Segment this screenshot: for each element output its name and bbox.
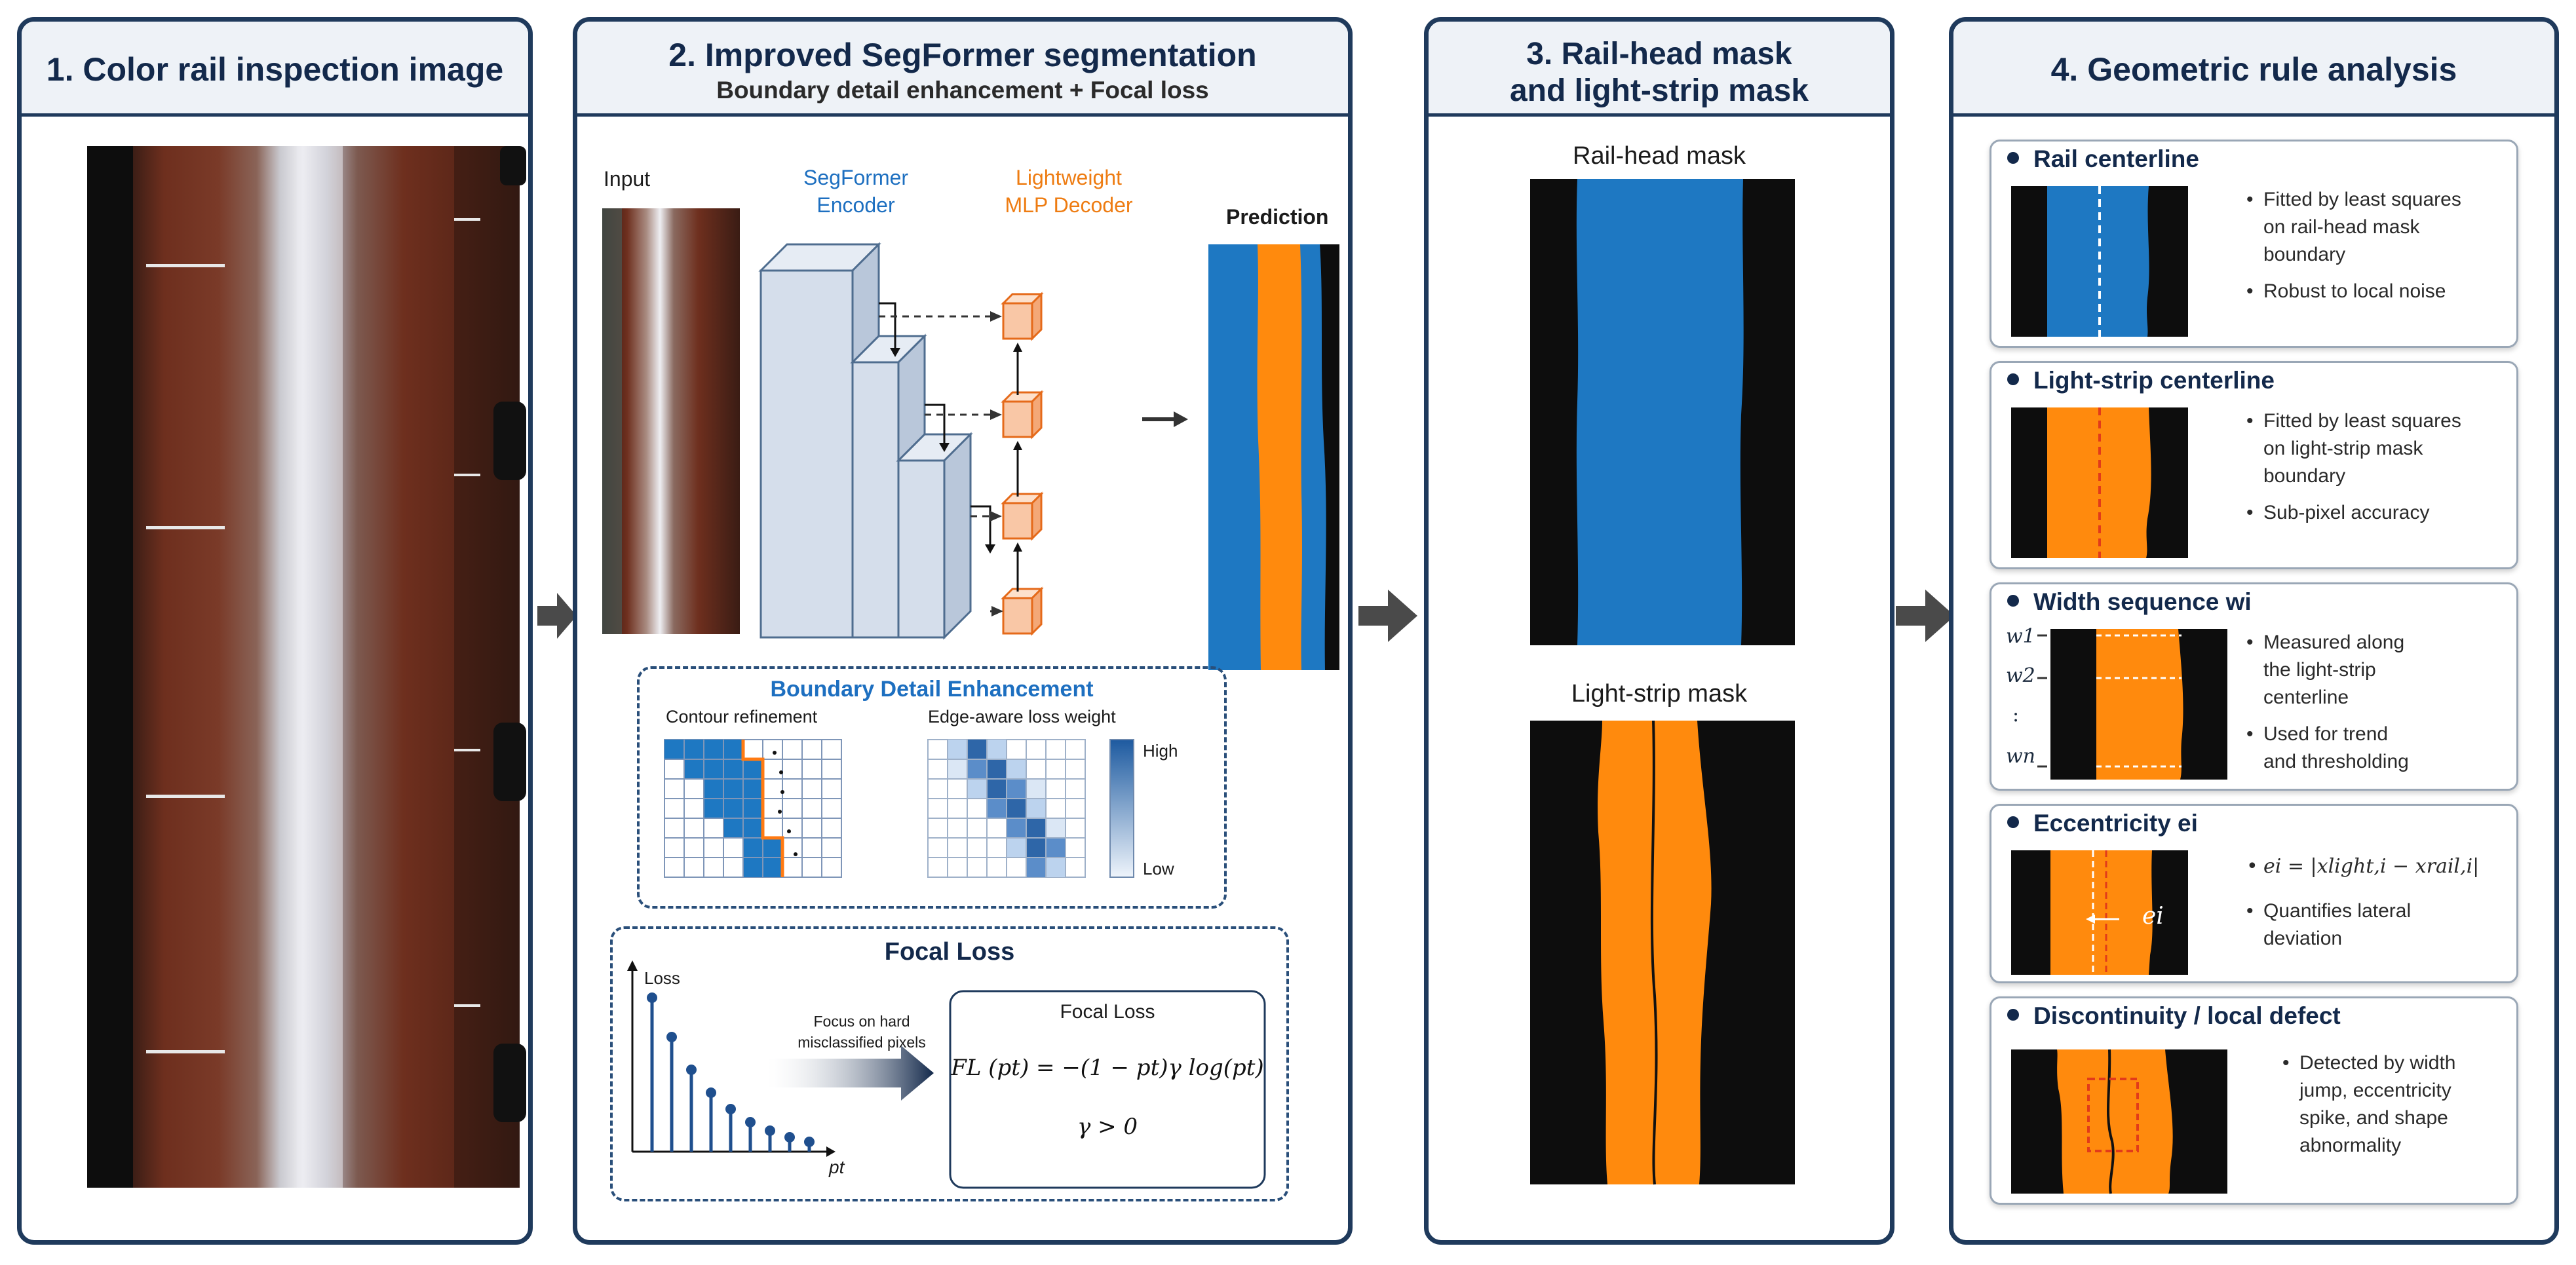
decoder-label-line1: Lightweight [1016, 166, 1122, 189]
decoder-label-line2: MLP Decoder [1005, 193, 1133, 217]
focal-loss-chart [627, 960, 1266, 1189]
rail-centerline-thumb [2011, 186, 2188, 337]
card-title: Eccentricity ei [2007, 810, 2198, 837]
panel-1-title: 1. Color rail inspection image [46, 51, 504, 88]
width-label-ellipsis: : [2012, 704, 2020, 727]
edge-label: Edge-aware loss weight [928, 707, 1116, 727]
lightstrip-mask [1530, 720, 1795, 1185]
card-bullet: •Sub-pixel accuracy [2246, 502, 2430, 523]
rail-photo [87, 146, 526, 1188]
width-label-wn: wn [2006, 745, 2035, 768]
panel-segformer: 2. Improved SegFormer segmentation Bound… [573, 17, 1353, 1245]
prediction-mask [1208, 244, 1339, 670]
gamma-condition: γ > 0 [1077, 1114, 1138, 1140]
pt-axis-label: pt [829, 1157, 845, 1177]
arrow-right-icon [537, 593, 577, 639]
railhead-mask [1530, 179, 1795, 645]
eccentricity-thumb [2011, 850, 2188, 975]
panel-2-subtitle: Boundary detail enhancement + Focal loss [716, 77, 1209, 104]
panel-geometric-analysis: 4. Geometric rule analysis Rail centerli… [1949, 17, 2559, 1245]
width-sequence-thumb [2037, 629, 2227, 780]
panel-4-title: 4. Geometric rule analysis [2050, 51, 2457, 88]
panel-input-image: 1. Color rail inspection image [17, 17, 533, 1245]
eccentricity-label: ei [2142, 903, 2164, 930]
card-title: Width sequence wi [2007, 588, 2252, 616]
railhead-mask-label: Rail-head mask [1573, 142, 1746, 170]
encoder-decoder-diagram [758, 242, 1044, 640]
boundary-detail-box: Boundary Detail Enhancement Contour refi… [637, 666, 1227, 909]
legend-low: Low [1143, 859, 1174, 878]
focal-loss-box: Focal Loss Loss Focus on hard misclassif… [610, 926, 1289, 1201]
edge-weight-grid [927, 739, 1086, 878]
legend-colorbar [1109, 739, 1134, 878]
card-discontinuity: Discontinuity / local defect •Detected b… [1990, 996, 2518, 1205]
card-width-sequence: Width sequence wi w1 w2 : wn •Measur [1990, 582, 2518, 791]
encoder-label-line1: SegFormer [803, 166, 909, 189]
panel-2-title: 2. Improved SegFormer segmentation [668, 37, 1257, 73]
decoder-blocks [1001, 292, 1044, 636]
panel-masks: 3. Rail-head mask and light-strip mask R… [1424, 17, 1894, 1245]
legend-high: High [1143, 741, 1178, 761]
card-eccentricity: Eccentricity ei ei •ei = |xlight,i − xra… [1990, 804, 2518, 983]
arrow-right-icon [1358, 590, 1417, 642]
panel-3-header: 3. Rail-head mask and light-strip mask [1429, 22, 1890, 117]
panel-3-title-line1: 3. Rail-head mask [1526, 37, 1792, 71]
width-label-w2: w2 [2006, 664, 2035, 687]
focal-title: Focal Loss [884, 938, 1015, 966]
prediction-label: Prediction [1226, 205, 1329, 229]
panel-4-header: 4. Geometric rule analysis [1953, 22, 2554, 117]
arrow-right-icon [1896, 590, 1955, 642]
arrow-right-icon [1142, 411, 1188, 427]
panel-2-header: 2. Improved SegFormer segmentation Bound… [577, 22, 1348, 117]
focus-text-line1: Focus on hard [813, 1013, 910, 1030]
encoder-blocks [758, 242, 973, 640]
focus-text-line2: misclassified pixels [798, 1034, 926, 1051]
lightstrip-mask-label: Light-strip mask [1571, 680, 1748, 708]
focal-box-title: Focal Loss [1060, 1001, 1155, 1023]
focal-formula: FL (pt) = −(1 − pt)γ log(pt) [951, 1055, 1264, 1081]
discontinuity-thumb [2011, 1049, 2227, 1194]
card-title: Rail centerline [2007, 145, 2199, 173]
encoder-label-line2: Encoder [817, 193, 895, 217]
input-thumbnail [602, 208, 740, 634]
input-label: Input [604, 167, 651, 191]
panel-3-title-line2: and light-strip mask [1509, 73, 1809, 108]
card-rail-centerline: Rail centerline •Fitted by least squares… [1990, 140, 2518, 348]
card-title: Discontinuity / local defect [2007, 1002, 2341, 1030]
panel-1-header: 1. Color rail inspection image [22, 22, 528, 117]
bde-title: Boundary Detail Enhancement [770, 677, 1094, 702]
loss-axis-label: Loss [644, 968, 680, 988]
width-label-w1: w1 [2006, 625, 2035, 648]
card-title: Light-strip centerline [2007, 367, 2275, 394]
eccentricity-formula: •ei = |xlight,i − xrail,i| [2246, 855, 2480, 878]
contour-label: Contour refinement [666, 707, 818, 727]
lightstrip-centerline-thumb [2011, 407, 2188, 558]
card-bullet: •Robust to local noise [2246, 280, 2446, 302]
contour-grid [664, 739, 842, 878]
card-lightstrip-centerline: Light-strip centerline •Fitted by least … [1990, 361, 2518, 569]
boundary-grids [664, 739, 1134, 878]
